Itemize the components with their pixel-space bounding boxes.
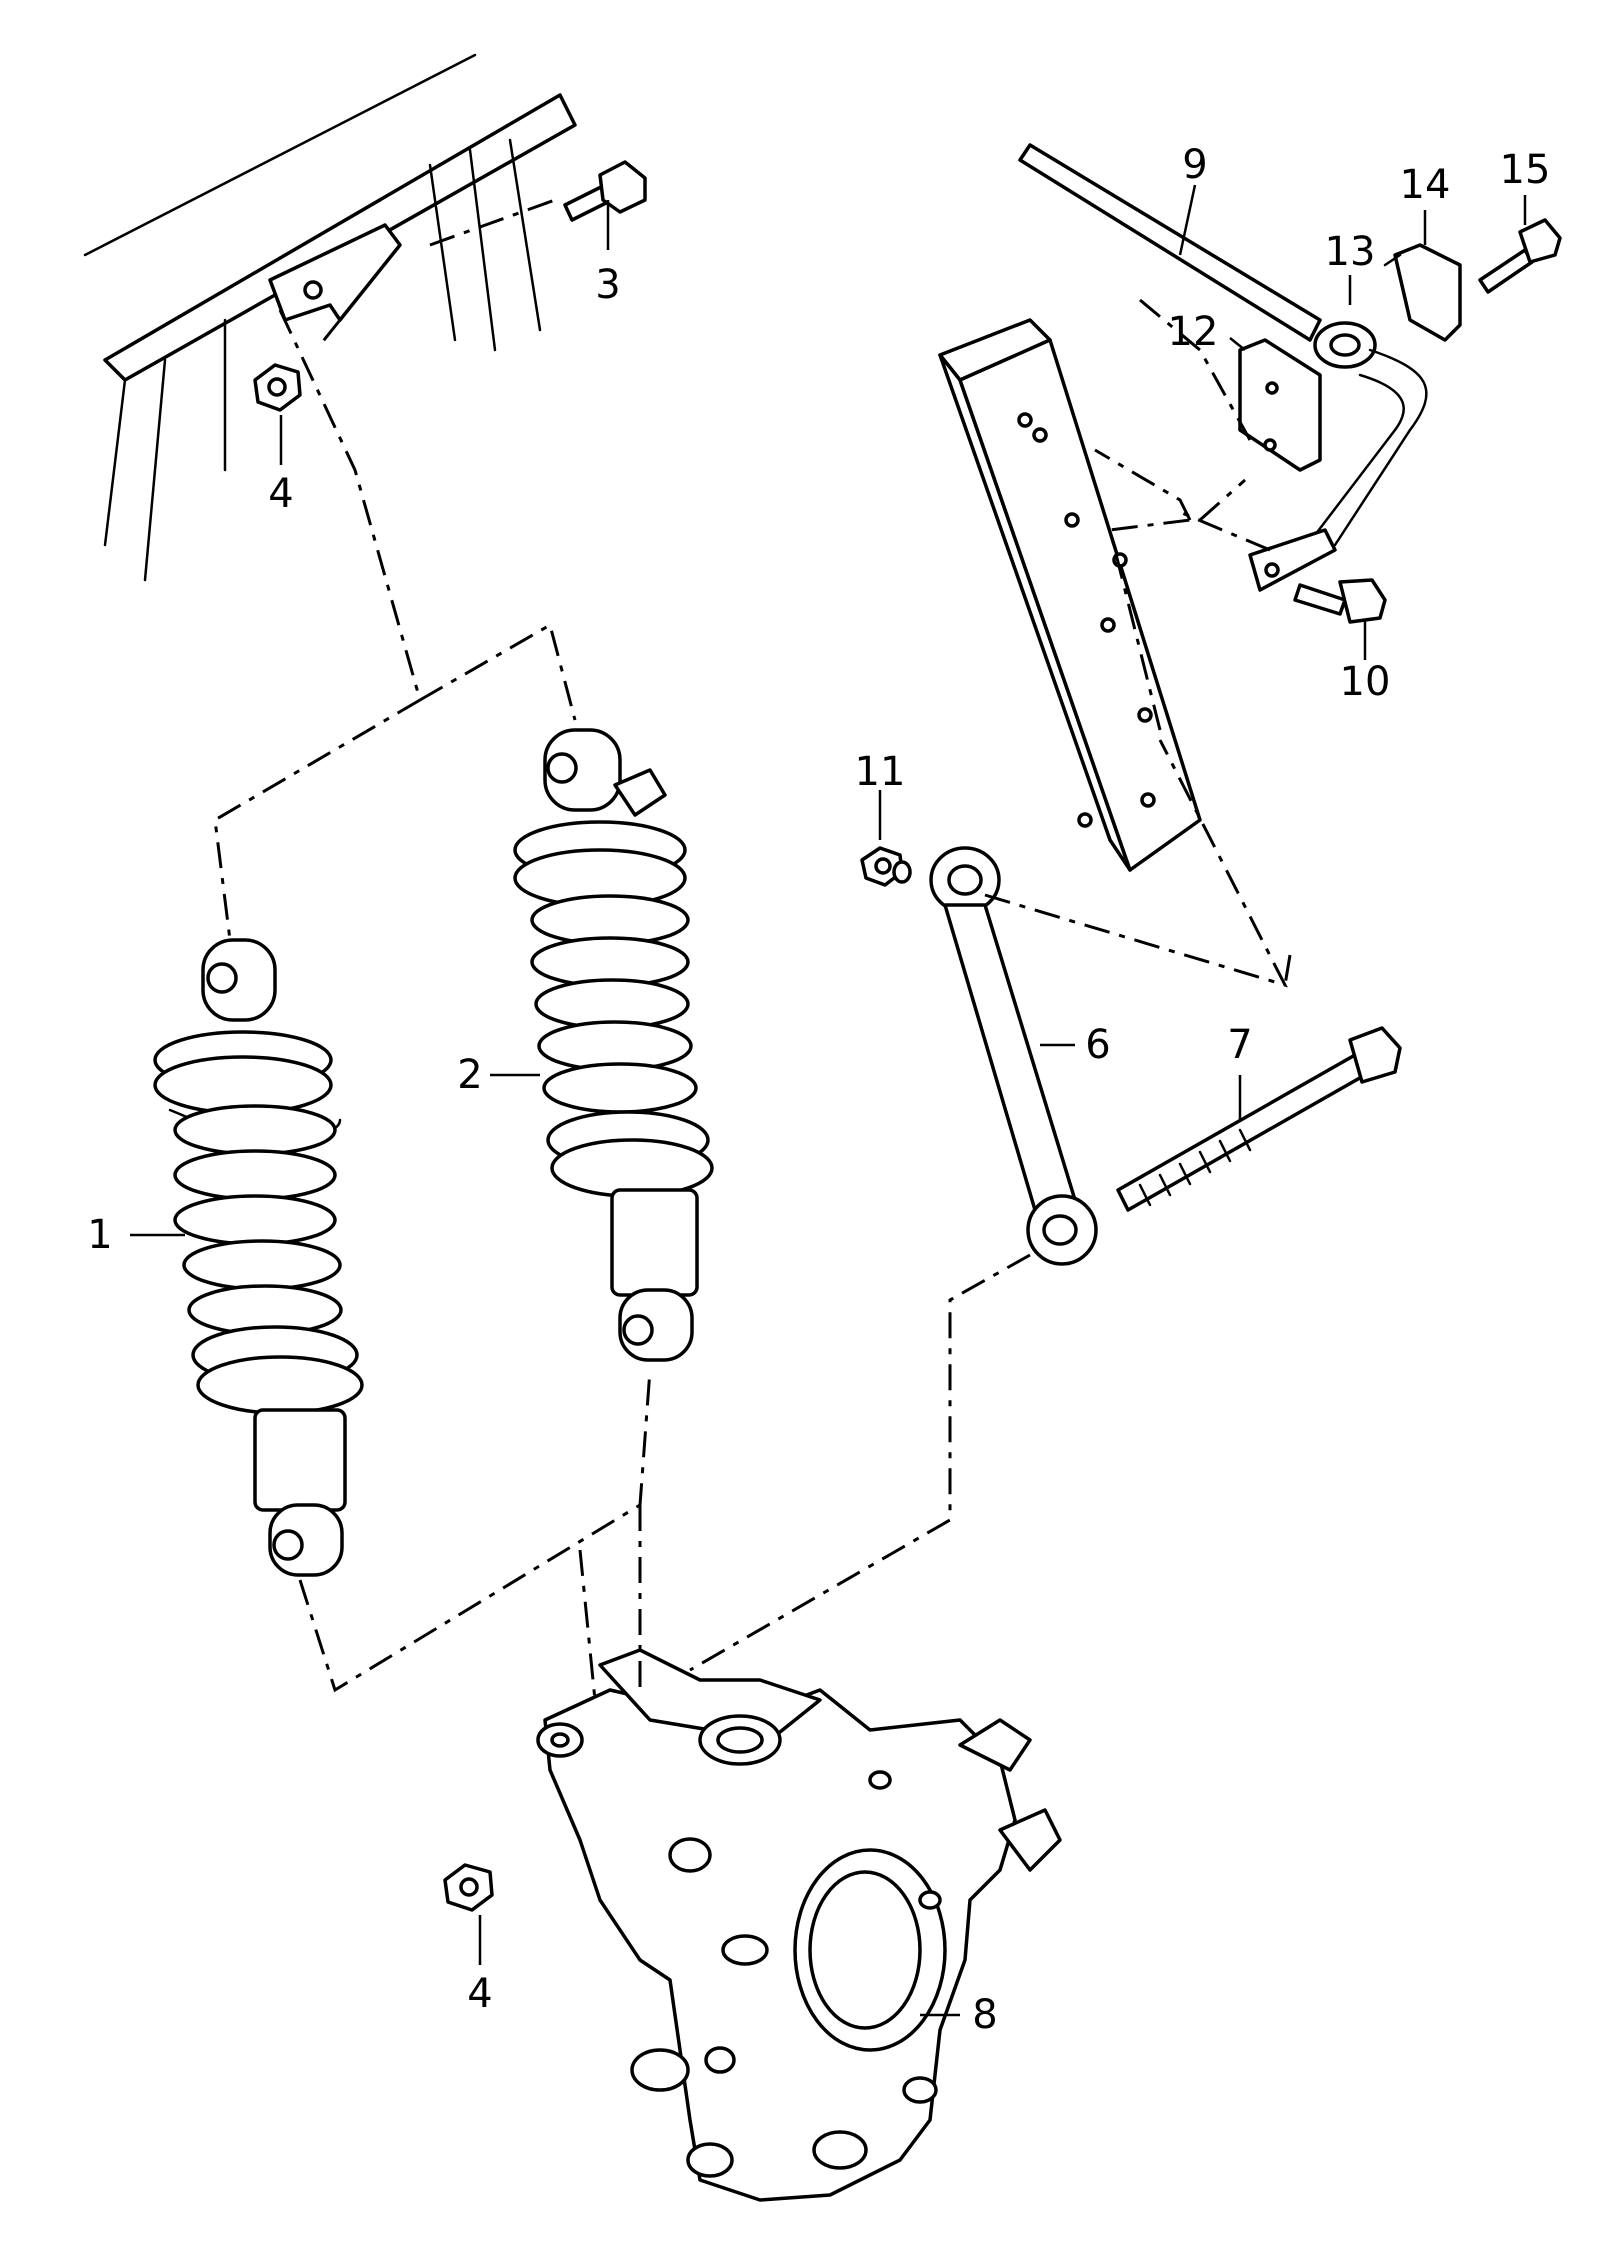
- callout-8: 8: [972, 1992, 997, 2038]
- callout-15: 15: [1500, 147, 1551, 193]
- clamp-14: [1383, 243, 1462, 342]
- stabilizer-bar-9: [1018, 143, 1428, 547]
- damper-2: [513, 728, 714, 1362]
- callout-13: 13: [1325, 229, 1376, 275]
- wheel-bearing-housing-8: [536, 1648, 1062, 2202]
- callouts: 1 2 3 4 4 6 7 8 9 10 11 12 13 14 15: [87, 142, 1550, 2038]
- assembly-lines: [213, 198, 1292, 1701]
- callout-11: 11: [855, 749, 906, 795]
- bolt-7: [1116, 1026, 1402, 1212]
- callout-3: 3: [595, 262, 620, 308]
- callout-14: 14: [1400, 162, 1451, 208]
- callout-12: 12: [1168, 309, 1219, 355]
- bolt-10: [1293, 578, 1387, 624]
- leader-lines: [130, 184, 1527, 2017]
- subframe-rail: [938, 318, 1202, 872]
- callout-2: 2: [457, 1052, 482, 1098]
- nut-11: [860, 846, 912, 887]
- link-6: [929, 846, 1098, 1266]
- bracket-12: [1238, 338, 1322, 472]
- nut-4-bottom: [443, 1863, 494, 1912]
- body-frame: [83, 53, 577, 582]
- bolt-15: [1478, 218, 1562, 294]
- callout-9: 9: [1182, 142, 1207, 188]
- bolt-3: [563, 160, 647, 222]
- callout-4-bottom: 4: [467, 1971, 492, 2017]
- callout-1: 1: [87, 1212, 112, 1258]
- callout-10: 10: [1340, 659, 1391, 705]
- damper-1: [153, 938, 364, 1577]
- nut-4-top: [253, 363, 302, 412]
- callout-7: 7: [1227, 1022, 1252, 1068]
- callout-4-top: 4: [268, 471, 293, 517]
- link-plate-10: [1248, 528, 1337, 592]
- callout-6: 6: [1085, 1022, 1110, 1068]
